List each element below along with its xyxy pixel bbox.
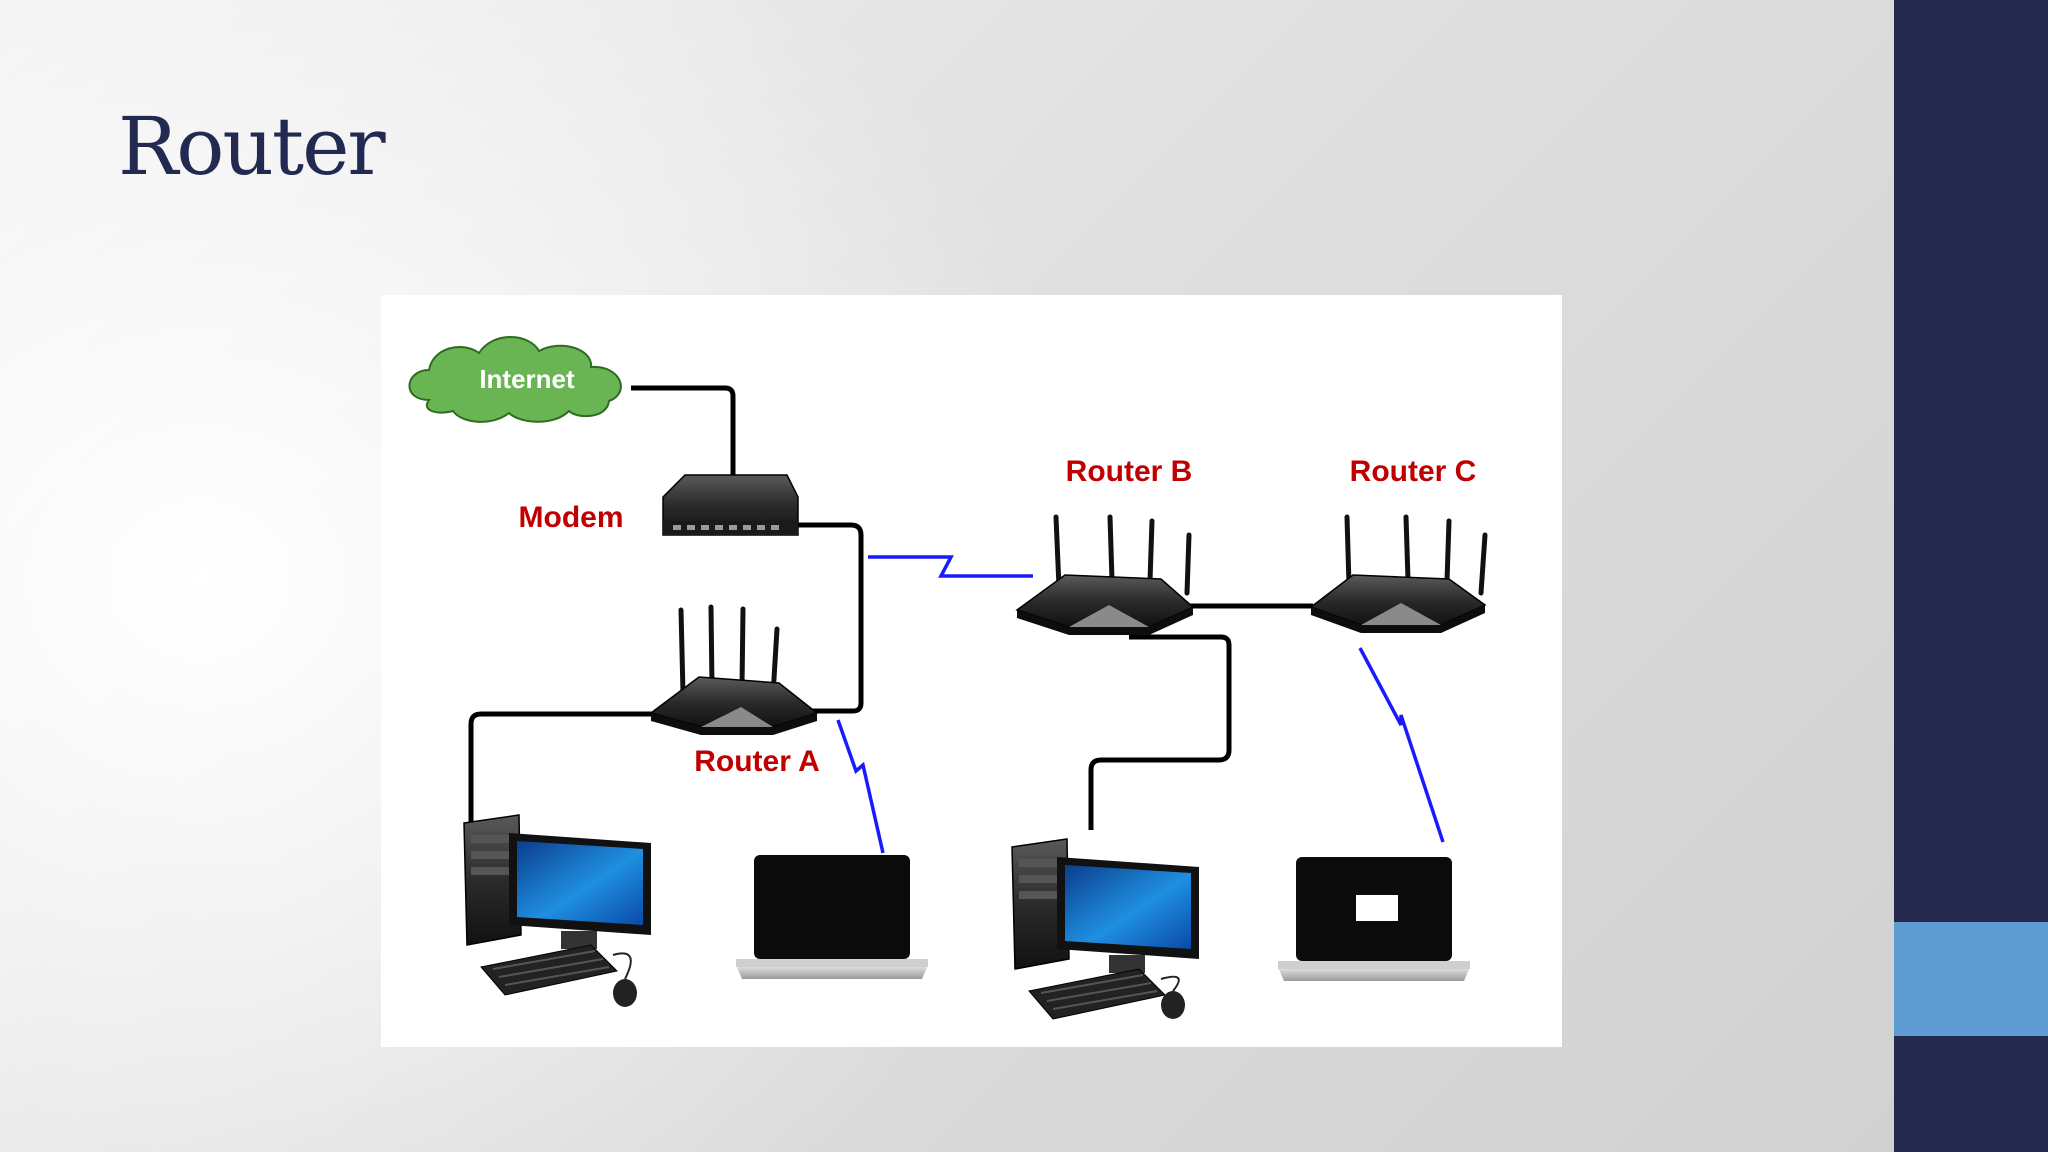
- desktop-computer-icon: [1011, 838, 1199, 1020]
- internet-cloud-icon: Internet: [408, 336, 622, 423]
- wireless-links: [836, 555, 1445, 854]
- modem-icon: [662, 474, 799, 536]
- cable-internet-modem: [631, 385, 736, 480]
- modem-label: Modem: [519, 501, 624, 534]
- wireless-router-c-laptop-2: [1358, 647, 1445, 843]
- slide-title: Router: [118, 100, 386, 193]
- router-a-label: Router A: [694, 745, 820, 778]
- desktop-computer-icon: [463, 814, 651, 1007]
- sidebar-accent: [1894, 922, 2048, 1036]
- router-b-label: Router B: [1066, 455, 1193, 488]
- router-b-icon: [1015, 514, 1195, 635]
- network-diagram: Internet Modem Router A Router B: [381, 295, 1562, 1047]
- wireless-modem-router-b: [868, 555, 1033, 578]
- laptop-icon: [1278, 857, 1470, 981]
- router-a-icon: [649, 604, 819, 735]
- cable-router-a-desktop-1: [468, 711, 659, 823]
- laptop-icon: [736, 855, 928, 979]
- cables: [468, 385, 1313, 830]
- cable-router-b-desktop-2: [1088, 634, 1232, 830]
- wireless-router-a-laptop-1: [836, 719, 885, 854]
- internet-label: Internet: [479, 364, 575, 394]
- cable-modem-router-a: [798, 522, 864, 714]
- router-c-label: Router C: [1350, 455, 1477, 488]
- router-c-icon: [1309, 514, 1488, 633]
